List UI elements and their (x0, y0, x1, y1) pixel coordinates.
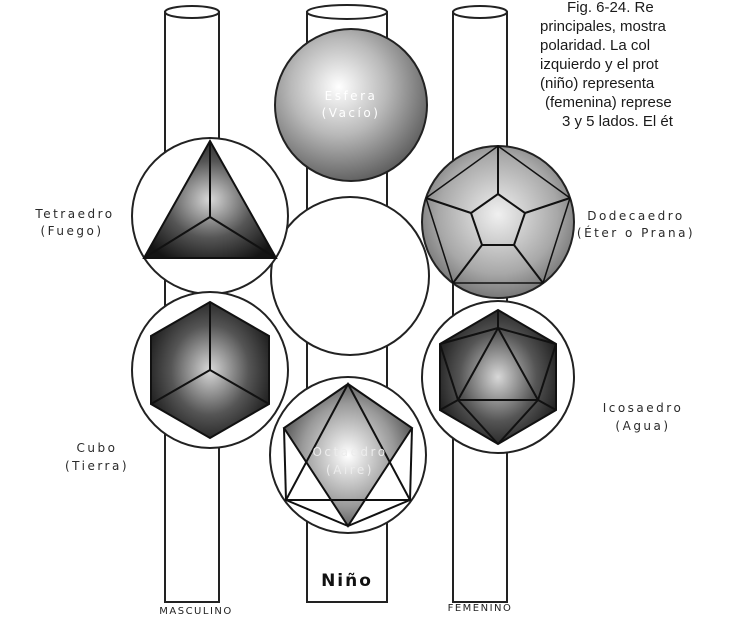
esfera-name: Esfera (325, 89, 378, 103)
esfera-solid (275, 29, 427, 181)
caption-line-5: (niño) representa (540, 74, 654, 93)
dodecaedro-solid (422, 146, 574, 298)
nino-plaque: Niño (309, 566, 385, 593)
caption-line-1: Fig. 6-24. Re (567, 0, 654, 17)
octaedro-name: Octaedro (312, 445, 387, 459)
caption-line-2: principales, mostra (540, 17, 666, 36)
caption-line-6: (femenina) represe (545, 93, 672, 112)
icosaedro-element: (Agua) (615, 419, 670, 433)
cubo-solid (132, 292, 288, 448)
masculino-label: MASCULINO (159, 606, 233, 617)
dodecaedro-name: Dodecaedro (587, 209, 685, 223)
caption-line-4: izquierdo y el prot (540, 55, 658, 74)
tetraedro-solid (132, 138, 288, 294)
esfera-element: (Vacío) (322, 106, 381, 120)
caption-line-3: polaridad. La col (540, 36, 650, 55)
tetraedro-name: Tetraedro (34, 207, 114, 221)
center-circle (271, 197, 429, 355)
icosaedro-solid (422, 301, 574, 453)
tetraedro-element: (Fuego) (40, 224, 103, 238)
octaedro-element: (Aire) (326, 463, 374, 477)
dodecaedro-element: (Éter o Prana) (577, 225, 695, 240)
caption-line-7: 3 y 5 lados. El ét (562, 112, 673, 131)
femenino-label: FEMENINO (448, 603, 513, 614)
cubo-name: Cubo (77, 441, 118, 455)
cubo-element: (Tierra) (65, 459, 129, 473)
icosaedro-name: Icosaedro (603, 401, 684, 415)
nino-label: Niño (321, 571, 373, 591)
